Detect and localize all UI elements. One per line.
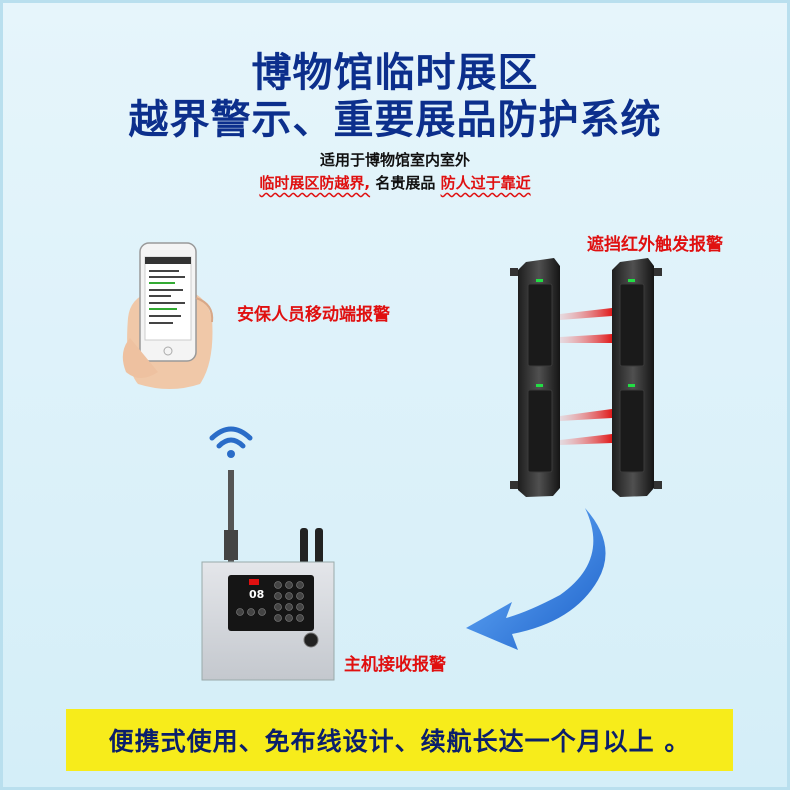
alarm-host-panel: 08 bbox=[201, 470, 335, 681]
subtitle-highlight-1: 临时展区防越界, bbox=[259, 174, 371, 192]
host-alarm-label: 主机接收报警 bbox=[344, 655, 446, 675]
curved-arrow-icon bbox=[466, 508, 606, 650]
ir-alarm-label: 遮挡红外触发报警 bbox=[587, 235, 723, 255]
subtitle-plain: 名贵展品 bbox=[375, 174, 436, 192]
feature-banner: 便携式使用、免布线设计、续航长达一个月以上 。 bbox=[66, 709, 733, 771]
title-line-2: 越界警示、重要展品防护系统 bbox=[128, 97, 662, 143]
phone-in-hand-icon bbox=[122, 242, 214, 389]
wifi-icon bbox=[209, 426, 253, 458]
subtitle-highlight-2: 防人过于靠近 bbox=[440, 174, 531, 192]
title-line-1: 博物馆临时展区 bbox=[251, 50, 539, 96]
banner-text: 便携式使用、免布线设计、续航长达一个月以上 。 bbox=[108, 727, 691, 756]
mobile-alarm-label: 安保人员移动端报警 bbox=[237, 305, 390, 325]
infrared-beam-detector bbox=[510, 258, 662, 497]
subtitle-line-2: 临时展区防越界, 名贵展品 防人过于靠近 bbox=[0, 172, 790, 193]
panel-display: 08 bbox=[249, 588, 264, 601]
subtitle-line-1: 适用于博物馆室内室外 bbox=[319, 151, 470, 169]
